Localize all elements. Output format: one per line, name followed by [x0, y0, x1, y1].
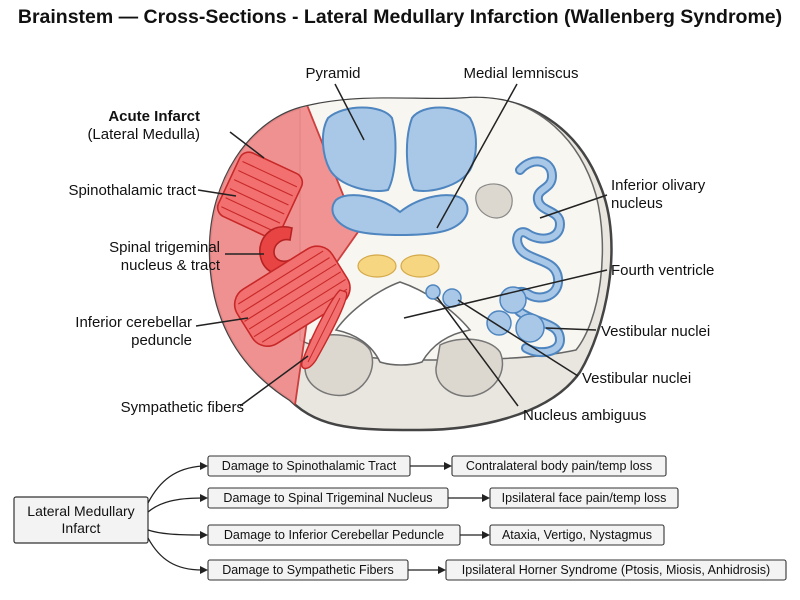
- flow-result-1: Contralateral body pain/temp loss: [466, 459, 652, 473]
- leader-vestibular-a: [545, 327, 597, 331]
- inferior-cerebellar-peduncle: [233, 245, 351, 347]
- leader-fourth-ventricle: [403, 269, 608, 319]
- label-vestibular-b: Vestibular nuclei: [582, 370, 691, 387]
- vestibular-circle-1: [499, 286, 527, 314]
- leader-sympathetic: [239, 355, 309, 407]
- spinothalamic-tract: [216, 151, 304, 239]
- leader-spinothalamic: [197, 189, 237, 197]
- flow-root-box: [13, 496, 149, 544]
- label-olivary-1: Inferior olivary: [611, 177, 706, 194]
- pyramid-left: [322, 106, 397, 192]
- flow-result-4: Ipsilateral Horner Syndrome (Ptosis, Mio…: [462, 563, 770, 577]
- yellow-nucleus-left: [357, 254, 397, 278]
- label-icp-1: Inferior cerebellar: [75, 314, 192, 331]
- label-lateral-medulla: (Lateral Medulla): [87, 126, 200, 143]
- flow-damage-4: Damage to Sympathetic Fibers: [222, 563, 394, 577]
- flow-result-box-3: [489, 524, 665, 546]
- leader-nucleus-ambiguus: [436, 296, 519, 407]
- fourth-ventricle-shape: [334, 281, 472, 366]
- leader-olivary: [539, 194, 608, 219]
- label-acute-infarct: Acute Infarct: [108, 108, 200, 125]
- label-spinal-trig-2: nucleus & tract: [121, 257, 221, 274]
- label-spinothalamic: Spinothalamic tract: [68, 182, 196, 199]
- medial-lemniscus-shape: [331, 194, 469, 236]
- flowchart: Lateral Medullary Infarct Damage to Spin…: [13, 455, 787, 581]
- vestibular-circle-5: [442, 288, 462, 308]
- label-vestibular-a: Vestibular nuclei: [601, 323, 710, 340]
- label-medial-lemniscus: Medial lemniscus: [463, 65, 578, 82]
- leader-vestibular-b: [457, 299, 579, 377]
- leader-acute-infarct: [229, 131, 265, 159]
- label-olivary-2: nucleus: [611, 195, 663, 212]
- flow-root-line2: Infarct: [62, 520, 101, 536]
- flow-result-3: Ataxia, Vertigo, Nystagmus: [502, 528, 652, 542]
- flow-result-box-4: [445, 559, 787, 581]
- grey-blob: [475, 183, 513, 219]
- label-pyramid: Pyramid: [305, 65, 360, 82]
- flow-result-2: Ipsilateral face pain/temp loss: [502, 491, 667, 505]
- flow-result-box-1: [451, 455, 667, 477]
- label-spinal-trig-1: Spinal trigeminal: [109, 239, 220, 256]
- label-icp-2: peduncle: [131, 332, 192, 349]
- label-nucleus-ambiguus: Nucleus ambiguus: [523, 407, 646, 424]
- vestibular-circle-4: [425, 284, 441, 300]
- flow-root-line1: Lateral Medullary: [27, 503, 134, 519]
- flow-damage-3: Damage to Inferior Cerebellar Peduncle: [224, 528, 444, 542]
- flow-result-box-2: [489, 487, 679, 509]
- flow-damage-2: Damage to Spinal Trigeminal Nucleus: [223, 491, 432, 505]
- leader-medial-lemniscus: [436, 83, 518, 229]
- label-sympathetic: Sympathetic fibers: [121, 399, 244, 416]
- label-fourth-ventricle: Fourth ventricle: [611, 262, 714, 279]
- page-title: Brainstem — Cross-Sections - Lateral Med…: [17, 6, 783, 28]
- yellow-nucleus-right: [400, 254, 440, 278]
- sympathetic-fibers: [301, 289, 348, 370]
- leader-icp: [195, 317, 249, 327]
- leader-pyramid: [334, 83, 365, 141]
- flow-damage-1: Damage to Spinothalamic Tract: [222, 459, 397, 473]
- vestibular-circle-2: [515, 313, 545, 343]
